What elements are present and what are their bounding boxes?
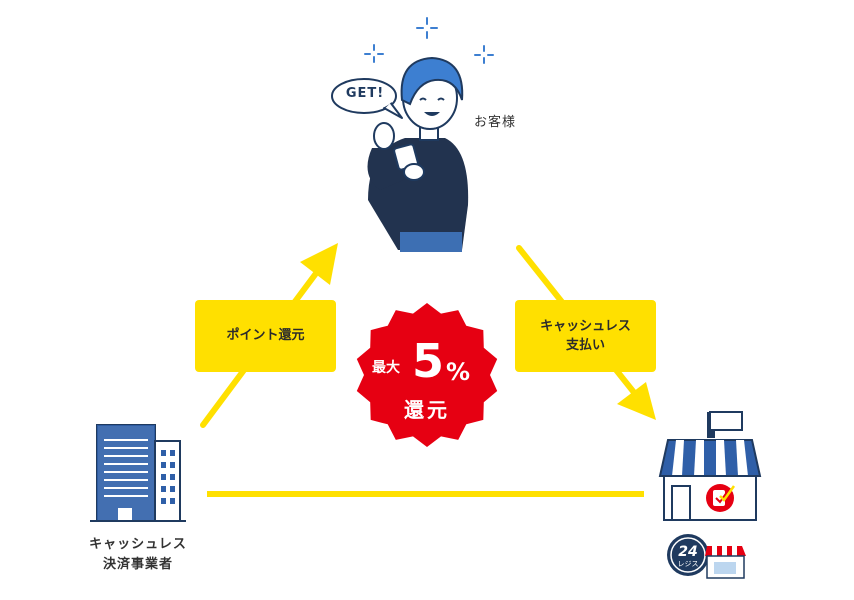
point-return-box: ポイント還元 — [195, 300, 336, 372]
cashless-payment-label-line2: 支払い — [565, 338, 605, 353]
customer-figure-icon — [367, 56, 469, 252]
speech-bubble-icon — [331, 78, 403, 119]
store-icon — [658, 411, 762, 521]
operator-caption-line1: キャッシュレス — [89, 537, 187, 552]
operator-caption: キャッシュレス 決済事業者 — [68, 535, 208, 575]
point-return-label: ポイント還元 — [226, 328, 305, 344]
customer-label: お客様 — [474, 115, 517, 130]
badge-percent-sign: % — [446, 358, 471, 386]
store-logo-text: レジス — [677, 560, 699, 568]
store-logo-number: 24 — [678, 544, 698, 560]
sparkle-icon — [364, 17, 494, 64]
badge-return-label: 還元 — [404, 398, 450, 422]
promo-badge-shape — [356, 303, 498, 447]
cashless-payment-label-line1: キャッシュレス — [540, 318, 631, 334]
badge-max-label: 最大 — [372, 360, 400, 376]
store-logo-icon — [667, 534, 746, 579]
badge-percent-value: 5 — [412, 334, 445, 388]
speech-bubble-text: GET! — [345, 86, 385, 101]
operator-caption-line2: 決済事業者 — [102, 557, 173, 573]
cashless-payment-box: キャッシュレス 支払い — [515, 300, 656, 372]
building-icon — [90, 424, 186, 522]
